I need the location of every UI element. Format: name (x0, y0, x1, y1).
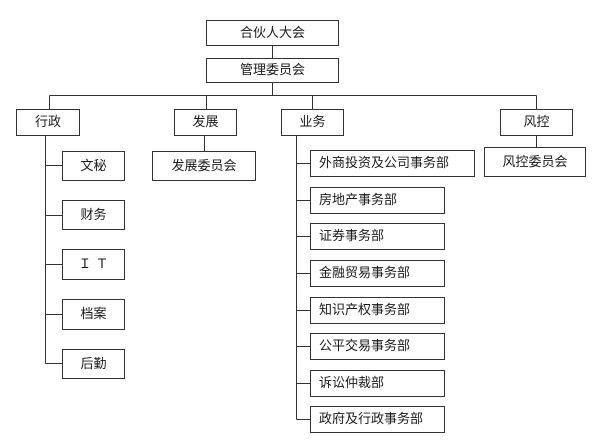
node-dept-development: 发展 (174, 109, 237, 136)
node-dept-risk: 风控 (500, 109, 573, 136)
node-admin-archives: 档案 (62, 299, 125, 330)
node-business-fair-trade: 公平交易事务部 (310, 333, 445, 360)
node-admin-secretarial: 文秘 (62, 151, 125, 181)
node-business-litigation: 诉讼仲裁部 (310, 370, 445, 397)
node-admin-it: Ｉ Ｔ (62, 249, 125, 280)
node-development-committee: 发展委员会 (152, 151, 256, 181)
node-dept-admin: 行政 (16, 109, 80, 136)
node-partners-meeting: 合伙人大会 (206, 20, 339, 46)
node-business-government: 政府及行政事务部 (310, 406, 445, 433)
node-management-committee: 管理委员会 (206, 58, 339, 83)
node-business-ip: 知识产权事务部 (310, 297, 445, 324)
node-risk-committee: 风控委员会 (484, 147, 586, 177)
node-dept-business: 业务 (281, 109, 344, 136)
node-admin-logistics: 后勤 (62, 349, 125, 379)
node-admin-finance: 财务 (62, 200, 125, 230)
node-business-securities: 证券事务部 (310, 223, 445, 250)
node-business-foreign-investment: 外商投资及公司事务部 (310, 150, 475, 177)
node-business-real-estate: 房地产事务部 (310, 187, 445, 214)
node-business-finance-trade: 金融贸易事务部 (310, 260, 445, 287)
